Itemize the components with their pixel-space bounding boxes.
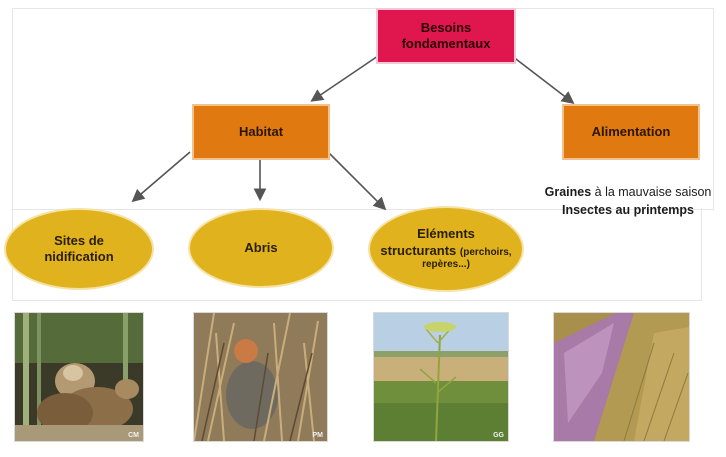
node-sites-de-nidification: Sites de nidification <box>4 208 154 290</box>
partridge-in-grass-image <box>194 313 327 441</box>
flower-strip-photo <box>553 312 690 442</box>
photo-credit-1: CM <box>128 432 139 439</box>
umbellifer-field-photo: GG <box>373 312 509 442</box>
photo-credit-2: PM <box>312 432 324 439</box>
flower-strip-image <box>554 313 689 441</box>
food-line-1: Graines à la mauvaise saison <box>528 184 726 202</box>
arrow-root-alimentation <box>511 55 575 104</box>
partridge-chicks-photo: CM <box>14 312 144 442</box>
node-elements-structurants: Eléments structurants (perchoirs, repère… <box>368 206 524 292</box>
upper-frame <box>12 8 714 210</box>
node-abris: Abris <box>188 208 334 288</box>
partridge-chicks-image <box>15 313 143 441</box>
arrow-habitat-sites <box>131 151 191 203</box>
food-line1-rest: à la mauvaise saison <box>591 185 712 199</box>
partridge-in-grass-photo: PM <box>193 312 328 442</box>
node-habitat: Habitat <box>192 104 330 160</box>
food-line-2: Insectes au printemps <box>528 202 726 220</box>
root-line1: Besoins <box>420 19 472 35</box>
root-node-besoins-fondamentaux: Besoins fondamentaux <box>376 8 516 64</box>
food-insectes: Insectes au printemps <box>562 202 694 217</box>
root-line2: fondamentaux <box>401 36 491 51</box>
sites-line2: nidification <box>44 249 114 264</box>
elements-line3: repères...) <box>422 259 470 271</box>
habitat-label: Habitat <box>238 123 284 139</box>
alimentation-label: Alimentation <box>591 123 671 139</box>
food-description: Graines à la mauvaise saison Insectes au… <box>528 184 726 219</box>
sites-line1: Sites de <box>54 232 104 248</box>
food-graines: Graines <box>544 185 592 199</box>
elements-line1: Eléments <box>417 226 475 242</box>
node-alimentation: Alimentation <box>562 104 700 160</box>
elements-extra1: (perchoirs, <box>459 246 512 258</box>
abris-label: Abris <box>244 239 278 255</box>
elements-line2: structurants (perchoirs, <box>380 242 512 258</box>
umbellifer-field-image <box>374 313 508 441</box>
photo-credit-3: GG <box>493 432 504 439</box>
arrow-root-habitat <box>310 55 379 102</box>
arrow-habitat-elements <box>327 151 387 211</box>
